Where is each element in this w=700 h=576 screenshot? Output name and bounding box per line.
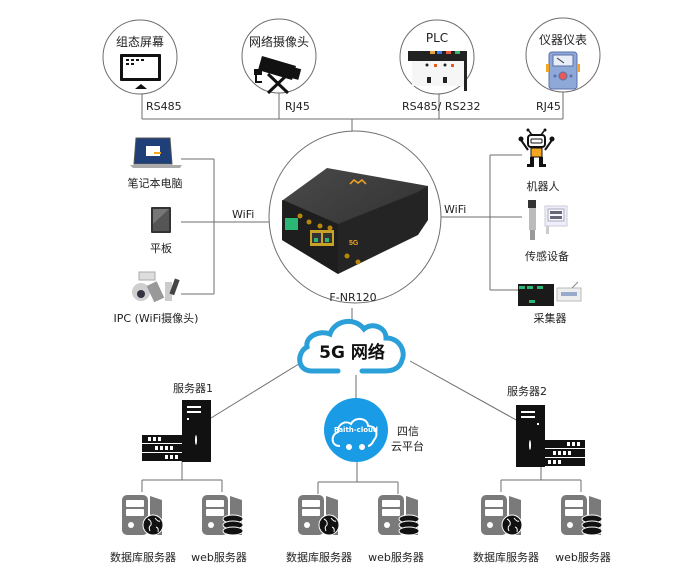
database-server-icon — [298, 495, 340, 536]
laptop-icon — [130, 137, 182, 168]
robot-label: 机器人 — [526, 180, 560, 193]
leaf-label-s1-db: 数据库服务器 — [110, 551, 176, 564]
right-wifi-label: WiFi — [444, 203, 467, 216]
interface-label-camera: RJ45 — [285, 100, 310, 113]
server-tower-icon — [182, 400, 211, 462]
robot-icon — [518, 128, 555, 167]
globe-icon — [142, 514, 164, 536]
server-rack-icon — [142, 435, 182, 461]
web-server-icon — [378, 495, 420, 536]
server2-node — [516, 405, 585, 467]
left-wifi-label: WiFi — [232, 208, 255, 221]
leaf-label-fc-web: web服务器 — [368, 551, 424, 564]
collector-node — [518, 281, 582, 306]
device-label-camera: 网络摄像头 — [248, 35, 310, 49]
disk-stack-icon — [222, 514, 244, 536]
disk-stack-icon — [398, 514, 420, 536]
leaf-label-fc-db: 数据库服务器 — [286, 551, 352, 564]
database-server-icon — [481, 495, 523, 536]
cloud-icon — [297, 318, 406, 374]
faith-cloud-badge: Faith-cloud — [333, 426, 379, 434]
5g-network-cloud — [297, 318, 406, 374]
ipc-label: IPC (WiFi摄像头) — [113, 312, 199, 325]
globe-icon — [318, 514, 340, 536]
interface-label-screen: RS485 — [146, 100, 182, 113]
device-label-plc: PLC — [425, 31, 449, 45]
collector-icon — [518, 281, 582, 306]
leaf-label-s2-db: 数据库服务器 — [473, 551, 539, 564]
ipc-node — [132, 271, 180, 303]
sensor-node — [528, 200, 568, 240]
disk-stack-icon — [581, 514, 603, 536]
connector-lines — [141, 92, 582, 494]
sensor-label: 传感设备 — [525, 250, 569, 263]
interface-label-plc: RS485/ RS232 — [402, 100, 481, 113]
laptop-label: 笔记本电脑 — [127, 177, 183, 190]
faith-cloud-label-line2: 云平台 — [391, 440, 424, 453]
top-device-screen — [102, 19, 178, 95]
router-icon: 5G — [282, 168, 428, 274]
server2-label: 服务器2 — [507, 385, 547, 398]
instrument-meter-icon — [546, 51, 580, 90]
leaf-servers — [122, 495, 603, 536]
top-device-meter — [525, 17, 601, 93]
web-server-icon — [561, 495, 603, 536]
cloud-to-server2 — [409, 360, 519, 422]
device-label-meter: 仪器仪表 — [538, 33, 588, 47]
top-device-camera — [241, 18, 317, 95]
server1-label: 服务器1 — [173, 382, 213, 395]
leaf-label-s2-web: web服务器 — [555, 551, 611, 564]
monitor-screen-icon — [120, 54, 161, 89]
database-server-icon — [122, 495, 164, 536]
ip-camera-icon — [132, 271, 180, 303]
leaf-label-s1-web: web服务器 — [191, 551, 247, 564]
plc-icon — [408, 51, 467, 91]
cloud-to-server1 — [210, 361, 303, 419]
globe-icon — [501, 514, 523, 536]
faith-cloud-node — [324, 398, 388, 462]
network-label: 5G 网络 — [319, 343, 385, 363]
web-server-icon — [202, 495, 244, 536]
robot-node — [518, 128, 555, 167]
tablet-label: 平板 — [150, 242, 172, 255]
top-device-plc — [399, 19, 475, 95]
faith-cloud-logo-icon — [331, 418, 378, 450]
laptop-node — [130, 137, 182, 168]
faith-cloud-label-line1: 四信 — [397, 425, 419, 438]
server-rack-icon — [545, 440, 585, 466]
svg-text:5G: 5G — [349, 240, 359, 247]
server-tower-icon — [516, 405, 545, 467]
sensor-icon — [528, 200, 568, 240]
tablet-node — [151, 207, 171, 233]
device-label-screen: 组态屏幕 — [115, 35, 165, 49]
server1-node — [142, 400, 211, 462]
router-node: 5G — [268, 130, 442, 304]
interface-label-meter: RJ45 — [536, 100, 561, 113]
router-label: F-NR120 — [329, 291, 377, 304]
network-camera-icon — [254, 56, 302, 95]
tablet-icon — [151, 207, 171, 233]
collector-label: 采集器 — [533, 312, 567, 325]
